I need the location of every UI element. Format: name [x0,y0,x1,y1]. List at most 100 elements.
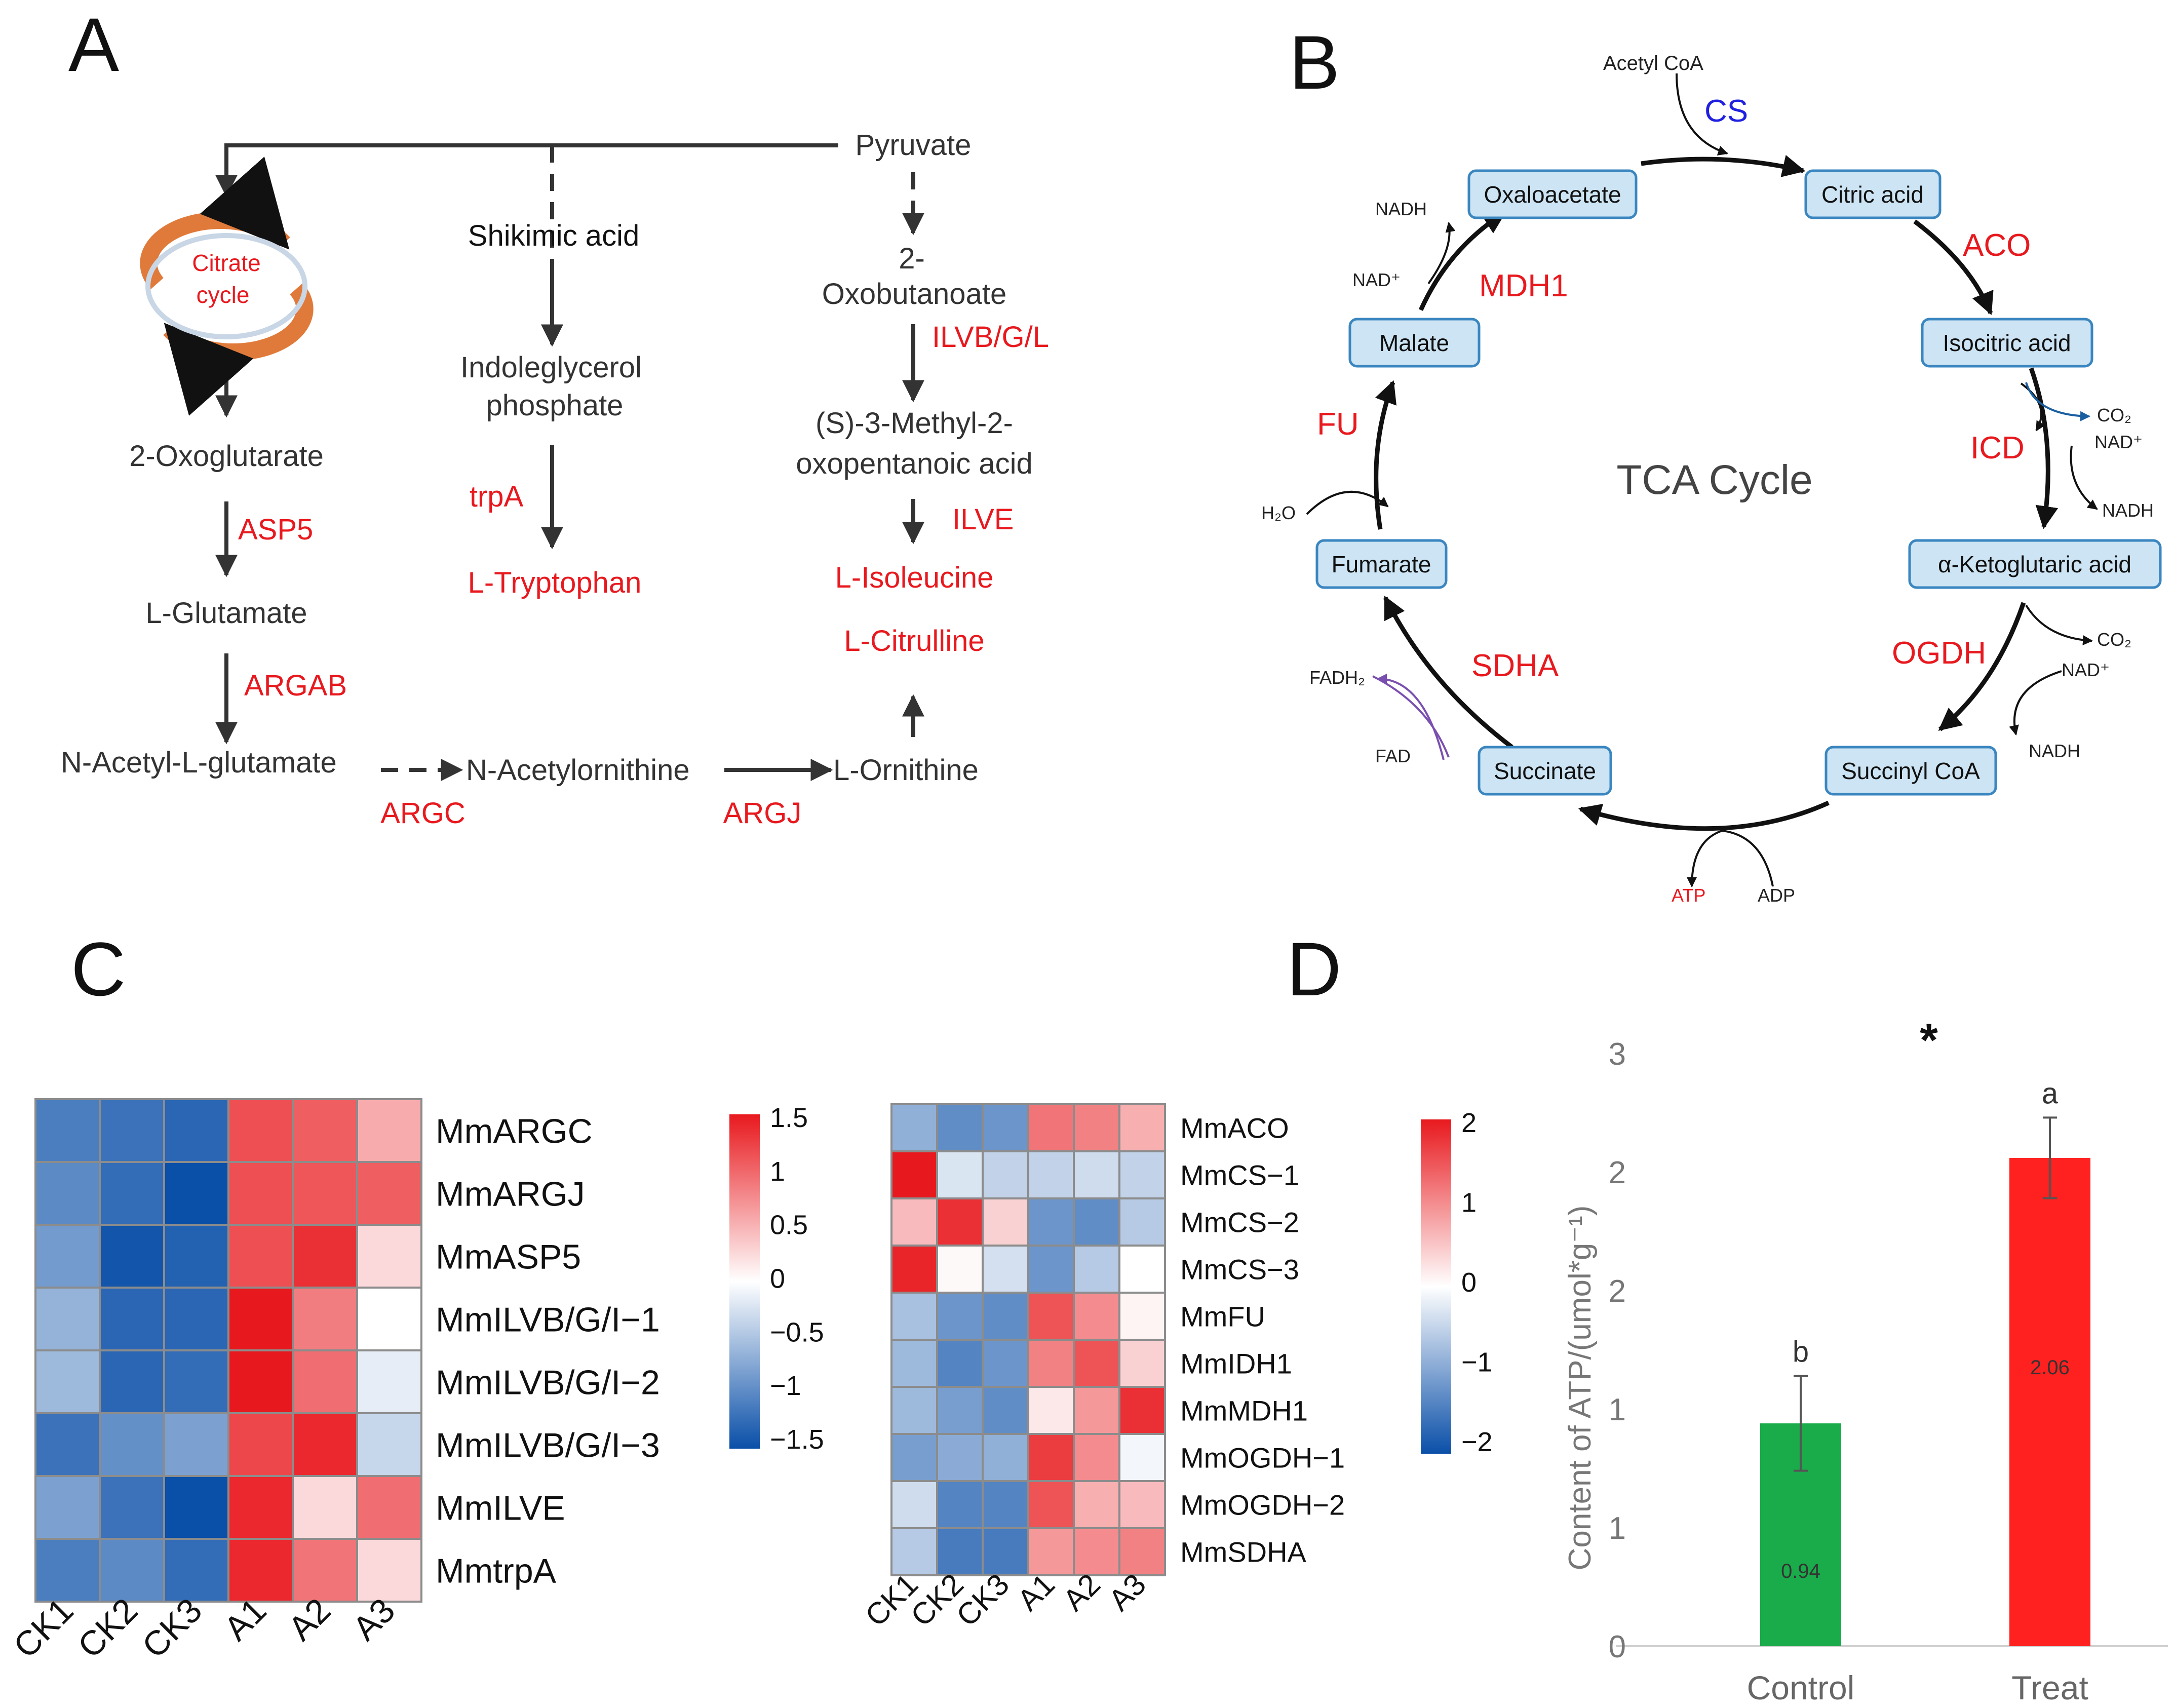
bar-y-tick-label: 1 [1609,1392,1626,1427]
tca-node-citric-label: Citric acid [1821,181,1924,208]
bar-category-label: Control [1747,1669,1855,1706]
legend-tick-label: −1.5 [770,1424,824,1455]
heatmap-cell [1027,1292,1075,1341]
legend-tick-label: −0.5 [770,1317,824,1347]
acetylglutamate-label: N-Acetyl-L-glutamate [61,746,337,779]
tca-enzymes: CS ACO ICD OGDH SDHA FU MDH1 [1317,94,2031,683]
heatmap-cell [227,1475,294,1540]
heatmap-row-label: MmILVB/G/I−1 [436,1300,660,1339]
heatmap-row-label: MmtrpA [436,1551,557,1590]
bar-y-tick-label: 3 [1609,1037,1626,1072]
panel-letter-a: A [68,2,119,87]
aco-enzyme: ACO [1963,228,2031,263]
co2-label-2: CO₂ [2097,629,2131,650]
bar-y-tick-label: 2 [1609,1155,1626,1190]
tca-node-ketoglutaric-label: α-Ketoglutaric acid [1938,551,2131,577]
bar-value-label: 0.94 [1781,1560,1820,1582]
oxobutanoate-label-2: Oxobutanoate [822,278,1006,310]
heatmap-cell [356,1475,422,1540]
heatmap-cell [890,1433,938,1482]
heatmap-cell [1118,1197,1166,1247]
legend-tick-label: 0.5 [770,1210,808,1240]
heatmap-cell [1118,1527,1166,1576]
argc-enzyme: ARGC [380,797,465,830]
heatmap-cell [99,1224,165,1289]
citrate-cycle-label-2: cycle [197,282,250,308]
bar [2009,1157,2090,1646]
tca-cofactors: Acetyl CoA CO₂ NAD⁺ NADH CO₂ NAD⁺ NADH A… [1261,52,2154,906]
legend-tick-label: −1 [1461,1347,1493,1378]
panel-a-pathway: Citrate cycle Pyruvate 2-Oxoglutarate AS… [61,129,1049,830]
shikimic-label: Shikimic acid [468,219,639,252]
panel-c-heatmaps: MmARGCMmARGJMmASP5MmILVB/G/I−1MmILVB/G/I… [6,1098,1493,1665]
heatmap-cell [936,1527,984,1576]
heatmap-cell [163,1098,229,1163]
heatmap-cell [1073,1386,1120,1435]
heatmap-cell [1027,1150,1075,1199]
tca-node-malate-label: Malate [1379,330,1449,356]
heatmap-tca: MmACOMmCS−1MmCS−2MmCS−3MmFUMmIDH1MmMDH1M… [859,1103,1345,1633]
mdh1-enzyme: MDH1 [1479,268,1568,303]
tca-node-succinylcoa-label: Succinyl CoA [1841,758,1980,784]
panel-letters: A B C D [68,2,1341,1012]
tca-node-isocitric: Isocitric acid [1921,318,2093,368]
legend-tick-label: 1 [770,1156,785,1187]
ornithine-label: L-Ornithine [833,754,979,787]
heatmap-row-label: MmCS−3 [1180,1254,1299,1286]
heatmap1-legend-ticks: 1.510.50−0.5−1−1.5 [770,1103,824,1455]
heatmap-cell [890,1103,938,1152]
tca-node-isocitric-label: Isocitric acid [1943,330,2071,356]
heatmap-cell [34,1349,101,1414]
heatmap-row-label: MmSDHA [1180,1536,1307,1568]
heatmap-cell [936,1339,984,1388]
tca-cycle-arrows [1374,154,2059,831]
heatmap-cell [227,1349,294,1414]
heatmap-cell [227,1538,294,1603]
heatmap-cell [936,1386,984,1435]
heatmap-cell [227,1412,294,1477]
tca-node-fumarate: Fumarate [1315,539,1448,589]
tryptophan-label: L-Tryptophan [468,566,642,599]
heatmap-cell [163,1161,229,1226]
methyl-label-2: oxopentanoic acid [796,447,1033,480]
tca-node-succinate-label: Succinate [1494,758,1596,784]
heatmap-cell [982,1339,1029,1388]
argab-enzyme: ARGAB [244,669,347,702]
citrate-cycle-label-1: Citrate [192,250,260,276]
heatmap-row-label: MmASP5 [436,1237,581,1276]
heatmap-cell [99,1098,165,1163]
heatmap-cell [890,1527,938,1576]
heatmap-cell [890,1197,938,1247]
heatmap-cell [34,1224,101,1289]
heatmap-cell [292,1475,358,1540]
oxobutanoate-label-1: 2- [899,242,925,275]
heatmap-cell [1118,1292,1166,1341]
heatmap-cell [982,1527,1029,1576]
heatmap-cell [34,1412,101,1477]
ilve-enzyme: ILVE [952,503,1014,536]
heatmap-cell [163,1224,229,1289]
heatmap-row-label: MmCS−1 [1180,1159,1299,1191]
heatmap-row-label: MmIDH1 [1180,1348,1292,1380]
heatmap-cell [1073,1150,1120,1199]
indoleglycerol-label-2: phosphate [486,389,624,422]
acetylornithine-label: N-Acetylornithine [466,754,690,787]
tca-node-oxaloacetate-label: Oxaloacetate [1484,181,1621,208]
significance-letter: a [2042,1077,2059,1110]
pyruvate-label: Pyruvate [856,129,972,162]
heatmap-cell [1027,1245,1075,1294]
heatmap-cell [356,1538,422,1603]
heatmap-cell [292,1287,358,1351]
heatmap-cell [890,1292,938,1341]
heatmap-cell [982,1103,1029,1152]
heatmap-amino-acid: MmARGCMmARGJMmASP5MmILVB/G/I−1MmILVB/G/I… [6,1098,660,1665]
bar-y-label: Content of ATP/(umol*g⁻¹) [1563,1206,1598,1571]
tca-node-succinate: Succinate [1478,746,1612,796]
tca-node-citric: Citric acid [1804,169,1942,219]
heatmap-cell [34,1538,101,1603]
heatmap-cell [1118,1339,1166,1388]
significance-letter: b [1793,1335,1809,1368]
